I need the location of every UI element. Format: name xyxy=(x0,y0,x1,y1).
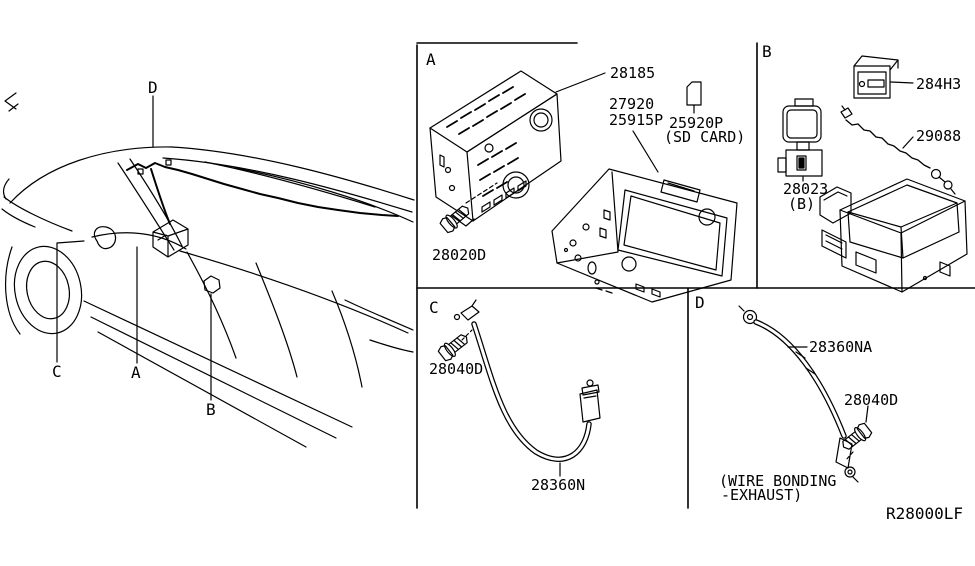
console-illustration xyxy=(820,179,967,292)
part-label-28023: 28023 xyxy=(783,180,829,198)
bonding-wire-d-illustration xyxy=(739,306,868,482)
wire-bonding-note-line1: (WIRE BONDING xyxy=(719,472,837,490)
car-callout-a: A xyxy=(131,363,141,382)
panel-d-letter: D xyxy=(695,293,705,312)
part-label-28360na: 28360NA xyxy=(809,338,873,356)
part-label-28185: 28185 xyxy=(610,64,656,82)
part-label-28020d: 28020D xyxy=(432,246,487,264)
panel-borders xyxy=(417,43,975,508)
part-label-284h3: 284H3 xyxy=(916,75,962,93)
car-callout-b: B xyxy=(206,400,216,419)
part-leader-lines-a xyxy=(556,73,658,172)
part-label-28040d-d: 28040D xyxy=(844,391,899,409)
part-label-25920p: 25920P xyxy=(669,114,724,132)
usb-module-illustration xyxy=(854,56,913,98)
grommet xyxy=(204,276,220,293)
usb-cable-illustration xyxy=(841,106,955,194)
part-sub-note-b: (B) xyxy=(788,195,816,213)
car-callout-d: D xyxy=(148,78,158,97)
dash-radio xyxy=(153,220,188,257)
panel-a-letter: A xyxy=(426,50,436,69)
part-label-28040d-c: 28040D xyxy=(429,360,484,378)
part-label-25915p: 25915P xyxy=(609,111,664,129)
part-label-28360n: 28360N xyxy=(531,476,586,494)
usb-socket-illustration xyxy=(778,99,822,181)
car-illustration xyxy=(2,93,414,447)
bonding-wire-c-illustration xyxy=(455,300,601,476)
part-label-27920: 27920 xyxy=(609,95,655,113)
screw-illustration-c xyxy=(436,330,472,363)
sd-card-note: (SD CARD) xyxy=(664,128,746,146)
harness-branch-wire xyxy=(151,169,170,224)
display-unit-illustration xyxy=(552,169,737,302)
panel-b-letter: B xyxy=(762,42,772,61)
diagram-reference-code: R28000LF xyxy=(886,504,964,523)
radio-unit-illustration xyxy=(430,71,561,226)
sd-card-illustration xyxy=(687,82,701,113)
screw-illustration-a xyxy=(438,183,497,235)
callout-leader-lines xyxy=(57,96,211,400)
screw-illustration-d xyxy=(838,421,874,460)
car-callout-c: C xyxy=(52,362,62,381)
wire-bonding-note-line2: -EXHAUST) xyxy=(721,486,803,504)
roof-harness-wire xyxy=(127,163,398,216)
part-label-29088: 29088 xyxy=(916,127,962,145)
panel-c-letter: C xyxy=(429,298,439,317)
